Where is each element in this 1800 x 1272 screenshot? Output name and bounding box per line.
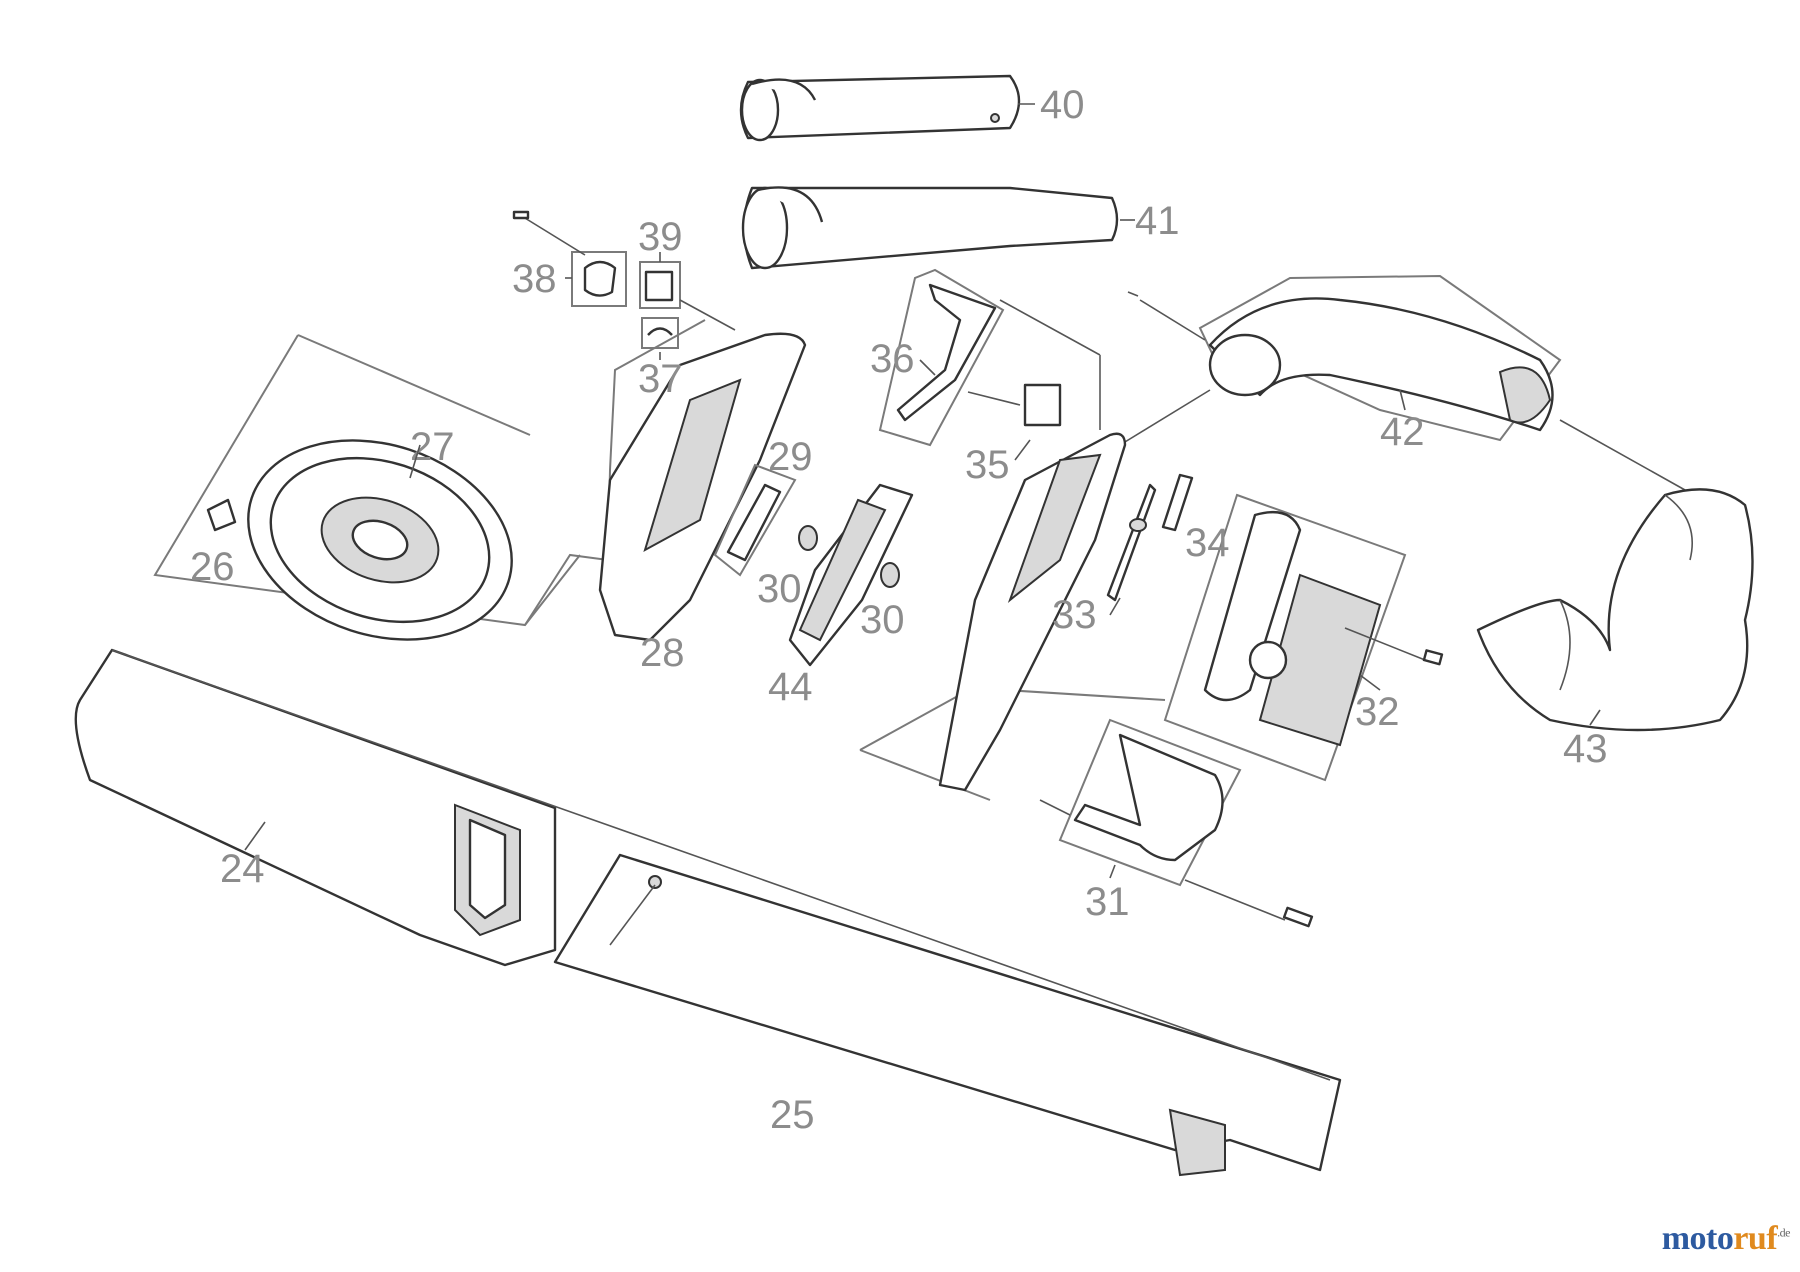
part-33-pin[interactable] [1106,483,1157,602]
part-41-tapered-tube[interactable] [741,186,1135,270]
callout-29: 29 [768,435,813,479]
callout-33: 33 [1052,593,1097,637]
brand-part2: ruf [1733,1220,1778,1257]
callout-31: 31 [1085,880,1130,924]
part-24-housing-left[interactable] [74,648,557,967]
callout-30-a: 30 [757,567,802,611]
callout-44: 44 [768,665,813,709]
callout-36: 36 [870,337,915,381]
callout-28: 28 [640,631,685,675]
part-43-collection-bag[interactable] [1476,488,1754,732]
callout-39: 39 [638,215,683,259]
part-39-switch[interactable] [639,261,736,331]
callout-42: 42 [1380,410,1425,454]
callout-37: 37 [638,357,683,401]
callout-43: 43 [1563,727,1608,771]
part-32-motor[interactable] [1163,493,1444,782]
part-29-fan-bracket[interactable] [713,463,797,577]
callout-32: 32 [1355,690,1400,734]
part-38-switch-bracket[interactable] [512,210,627,307]
part-31-handle[interactable] [1039,718,1314,928]
callout-34: 34 [1185,521,1230,565]
part-30-washer-b[interactable] [880,562,900,588]
brand-part1: moto [1661,1220,1734,1257]
part-42-suction-tube[interactable] [1119,274,1686,491]
callout-41: 41 [1135,199,1180,243]
housing-outline [111,649,1331,1081]
callout-leaders [244,252,1601,879]
part-30-washer-a[interactable] [798,525,818,551]
part-25-housing-right[interactable] [553,853,1342,1177]
part-27-fan-cover[interactable] [153,334,581,672]
callout-35: 35 [965,443,1010,487]
part-36-cable[interactable] [878,268,1101,447]
brand-tld: .de [1777,1225,1790,1240]
callout-25: 25 [770,1093,815,1137]
part-44-fan[interactable] [788,483,914,667]
callout-27: 27 [410,425,455,469]
motoruf-logo[interactable]: motoruf.de [1661,1220,1791,1258]
part-26-knob[interactable] [206,498,237,532]
part-35-bracket[interactable] [967,383,1062,427]
motor-housing-center [859,355,1166,801]
part-37-switch-spring[interactable] [641,317,679,349]
callout-26: 26 [190,545,235,589]
part-28-motor-housing[interactable] [524,319,807,642]
part-40-blow-tube[interactable] [739,74,1035,142]
callout-40: 40 [1040,83,1085,127]
callout-38: 38 [512,257,557,301]
callout-24: 24 [220,847,265,891]
part-34-spring[interactable] [1161,473,1194,532]
callout-30-b: 30 [860,598,905,642]
